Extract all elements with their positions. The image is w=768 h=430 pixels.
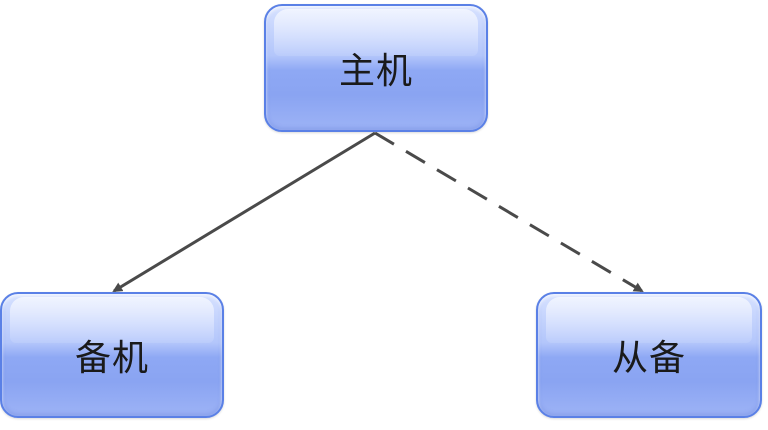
node-backup[interactable]: 备机 [0,292,224,418]
node-host[interactable]: 主机 [264,4,488,132]
edge-host-to-backup [112,131,376,293]
node-slave-label: 从备 [611,338,686,379]
node-host-label: 主机 [338,51,413,92]
node-slave[interactable]: 从备 [536,292,762,418]
edge-host-to-slave [374,131,644,293]
node-backup-label: 备机 [74,338,149,379]
